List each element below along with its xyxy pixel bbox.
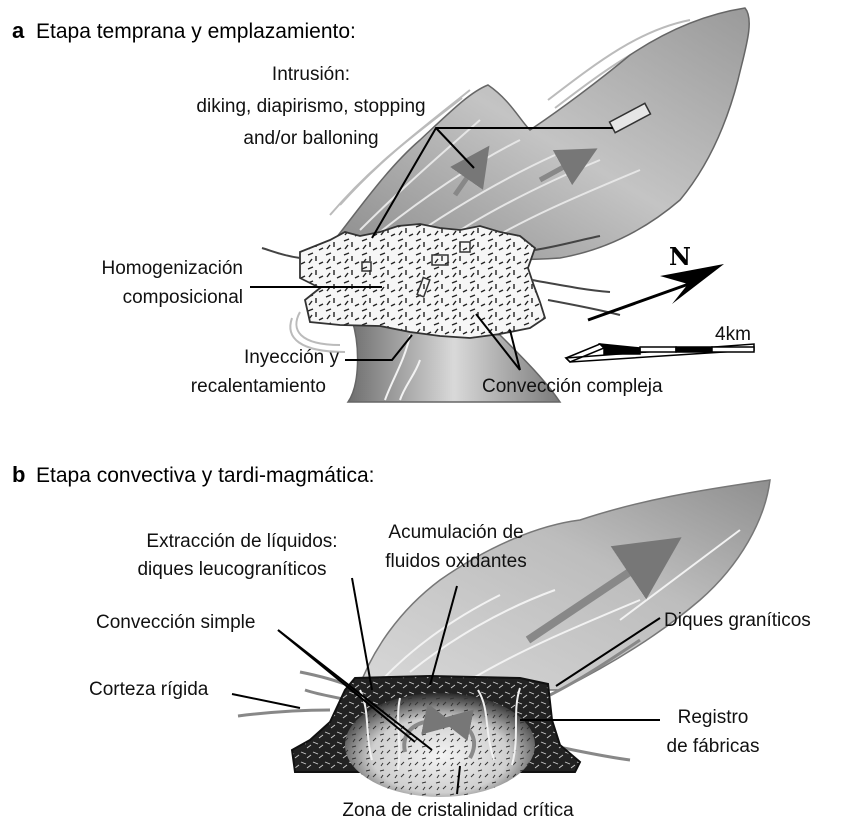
label-conveccion-compleja: Convección compleja xyxy=(482,376,663,397)
label-registro-1: Registro xyxy=(678,707,749,728)
label-intrusion-1: Intrusión: xyxy=(272,64,350,85)
panel-a-letter: a xyxy=(12,18,25,43)
label-zona: Zona de cristalinidad crítica xyxy=(342,800,574,821)
label-acumulacion-2: fluidos oxidantes xyxy=(385,551,527,572)
label-registro-2: de fábricas xyxy=(667,736,760,757)
label-intrusion-2: diking, diapirismo, stopping xyxy=(196,96,425,117)
panel-a: a Etapa temprana y emplazamiento: xyxy=(12,8,754,402)
label-inyeccion-1: Inyección y xyxy=(244,347,340,368)
leader-extraccion xyxy=(352,578,372,690)
label-homogenizacion-1: Homogenización xyxy=(101,258,243,279)
magma-plume-a xyxy=(325,8,749,260)
label-diques-graniticos: Diques graníticos xyxy=(664,610,811,631)
panel-b: b Etapa convectiva y tardi-magmática: xyxy=(12,462,811,821)
north-arrow: N xyxy=(588,242,724,320)
label-acumulacion-1: Acumulación de xyxy=(388,522,523,543)
label-extraccion-2: diques leucograníticos xyxy=(137,559,326,580)
scale-bar xyxy=(566,344,754,362)
label-conveccion-simple: Convección simple xyxy=(96,612,255,633)
label-homogenizacion-2: composicional xyxy=(123,287,243,308)
panel-b-letter: b xyxy=(12,462,25,487)
label-corteza: Corteza rígida xyxy=(89,679,209,700)
magma-plume-b xyxy=(358,480,770,690)
label-intrusion-3: and/or balloning xyxy=(243,128,378,149)
scale-label: 4km xyxy=(715,324,751,345)
leader-corteza xyxy=(232,694,300,708)
panel-b-title: Etapa convectiva y tardi-magmática: xyxy=(36,464,374,487)
north-label: N xyxy=(669,242,691,271)
label-extraccion-1: Extracción de líquidos: xyxy=(146,531,337,552)
panel-a-title: Etapa temprana y emplazamiento: xyxy=(36,20,356,43)
label-inyeccion-2: recalentamiento xyxy=(191,376,326,397)
